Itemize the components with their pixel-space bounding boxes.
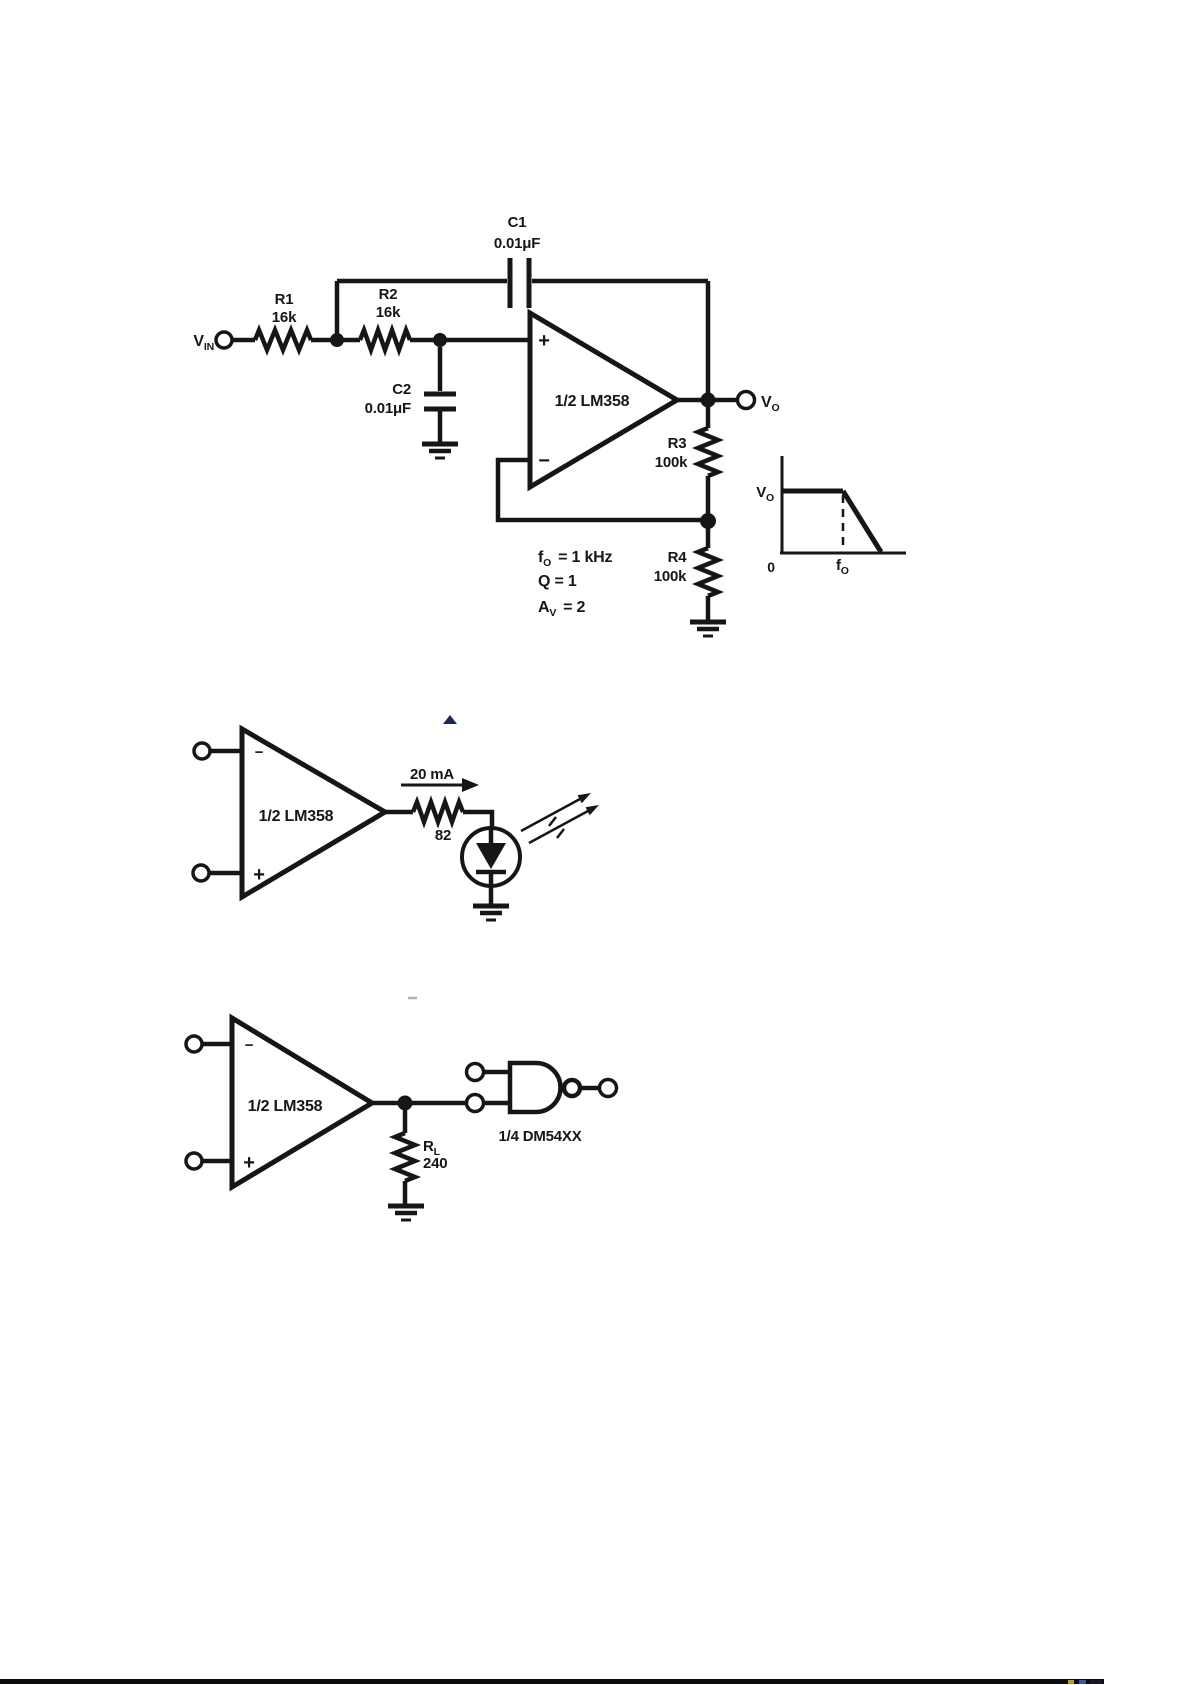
- resistor-82: [410, 795, 466, 829]
- vin-label: VIN: [193, 333, 214, 353]
- r3-value: 100k: [655, 454, 688, 471]
- terminal-circle: [184, 1151, 204, 1171]
- opamp-triangle: [527, 308, 682, 492]
- current-label: 20 mA: [410, 766, 454, 783]
- wire: [463, 809, 495, 829]
- nand-gate-icon: [507, 1060, 563, 1115]
- r1-value: 16k: [272, 309, 297, 326]
- feedback-wire: [495, 457, 708, 523]
- resistor-r4: [691, 545, 725, 599]
- c1-value: 0.01μF: [494, 235, 540, 252]
- opamp-label: 1/2 LM358: [248, 1098, 323, 1115]
- gate-label: 1/4 DM54XX: [498, 1128, 581, 1145]
- navy-triangle-marker: [443, 715, 457, 724]
- rl-value: 240: [423, 1155, 447, 1172]
- r1-name: R1: [275, 291, 294, 308]
- led-driver-circuit: − + 1/2 LM358 20 mA 82: [191, 724, 599, 922]
- led-symbol: [460, 826, 522, 904]
- terminal-circle: [192, 741, 212, 761]
- ground-symbol: [690, 619, 726, 638]
- c2-value: 0.01μF: [365, 400, 411, 417]
- terminal-circle: [184, 1034, 204, 1054]
- graph-y-label: VO: [756, 484, 774, 504]
- opamp-label: 1/2 LM358: [259, 808, 334, 825]
- minus-input-label: −: [245, 1037, 254, 1054]
- r4-name: R4: [668, 549, 688, 566]
- terminal-circle: [735, 389, 757, 411]
- rl-name: RL: [423, 1138, 441, 1158]
- terminal-circle: [464, 1092, 486, 1114]
- terminal-circle: [191, 863, 211, 883]
- r2-name: R2: [379, 286, 398, 303]
- vo-label: VO: [761, 394, 779, 414]
- ground-symbol: [422, 441, 458, 460]
- ground-symbol: [388, 1203, 424, 1222]
- r3-name: R3: [668, 435, 687, 452]
- equation-av: AV= 2: [538, 599, 586, 619]
- minus-input-label: −: [255, 744, 264, 761]
- lowpass-filter-circuit: VIN R1 16k R2 16k C1 0.01μF C2: [193, 214, 906, 638]
- minus-input-label: −: [538, 450, 549, 472]
- bottom-rule: [0, 1679, 1104, 1684]
- terminal-circle: [464, 1061, 486, 1083]
- frequency-response-graph: VO 0 fO: [756, 456, 906, 577]
- ttl-drive-circuit: − + 1/2 LM358 RL 240 1/4 DM54XX: [184, 1013, 619, 1222]
- opamp-label: 1/2 LM358: [555, 393, 630, 410]
- resistor-r2: [357, 323, 413, 357]
- resistor-r3: [691, 425, 725, 479]
- resistor-82-value: 82: [435, 827, 451, 844]
- equation-fo: fO= 1 kHz: [538, 549, 612, 569]
- c1-name: C1: [508, 214, 527, 231]
- terminal-circle: [214, 330, 234, 350]
- response-rolloff: [840, 489, 884, 554]
- resistor-rl: [388, 1130, 422, 1184]
- nand-bubble: [561, 1077, 583, 1099]
- bottom-rule-speck: [1089, 1680, 1102, 1684]
- equation-q: Q = 1: [538, 573, 577, 590]
- plus-input-label: +: [253, 864, 264, 886]
- terminal-circle: [597, 1077, 619, 1099]
- r2-value: 16k: [376, 304, 401, 321]
- r4-value: 100k: [654, 568, 687, 585]
- light-rays-icon: [520, 793, 599, 845]
- c2-name: C2: [392, 381, 411, 398]
- opamp-triangle: [239, 724, 390, 902]
- junction-dot: [397, 1095, 413, 1111]
- ground-symbol: [473, 903, 509, 922]
- plus-input-label: +: [243, 1152, 254, 1174]
- bottom-rule-speck: [1068, 1680, 1074, 1684]
- bottom-rule-speck: [1079, 1680, 1086, 1684]
- graph-x-tick-label: fO: [836, 557, 849, 577]
- plus-input-label: +: [538, 330, 549, 352]
- junction-dot: [433, 333, 447, 347]
- graph-origin-label: 0: [767, 559, 775, 575]
- resistor-r1: [252, 323, 314, 357]
- current-arrow-head: [462, 778, 479, 792]
- opamp-triangle: [229, 1013, 377, 1192]
